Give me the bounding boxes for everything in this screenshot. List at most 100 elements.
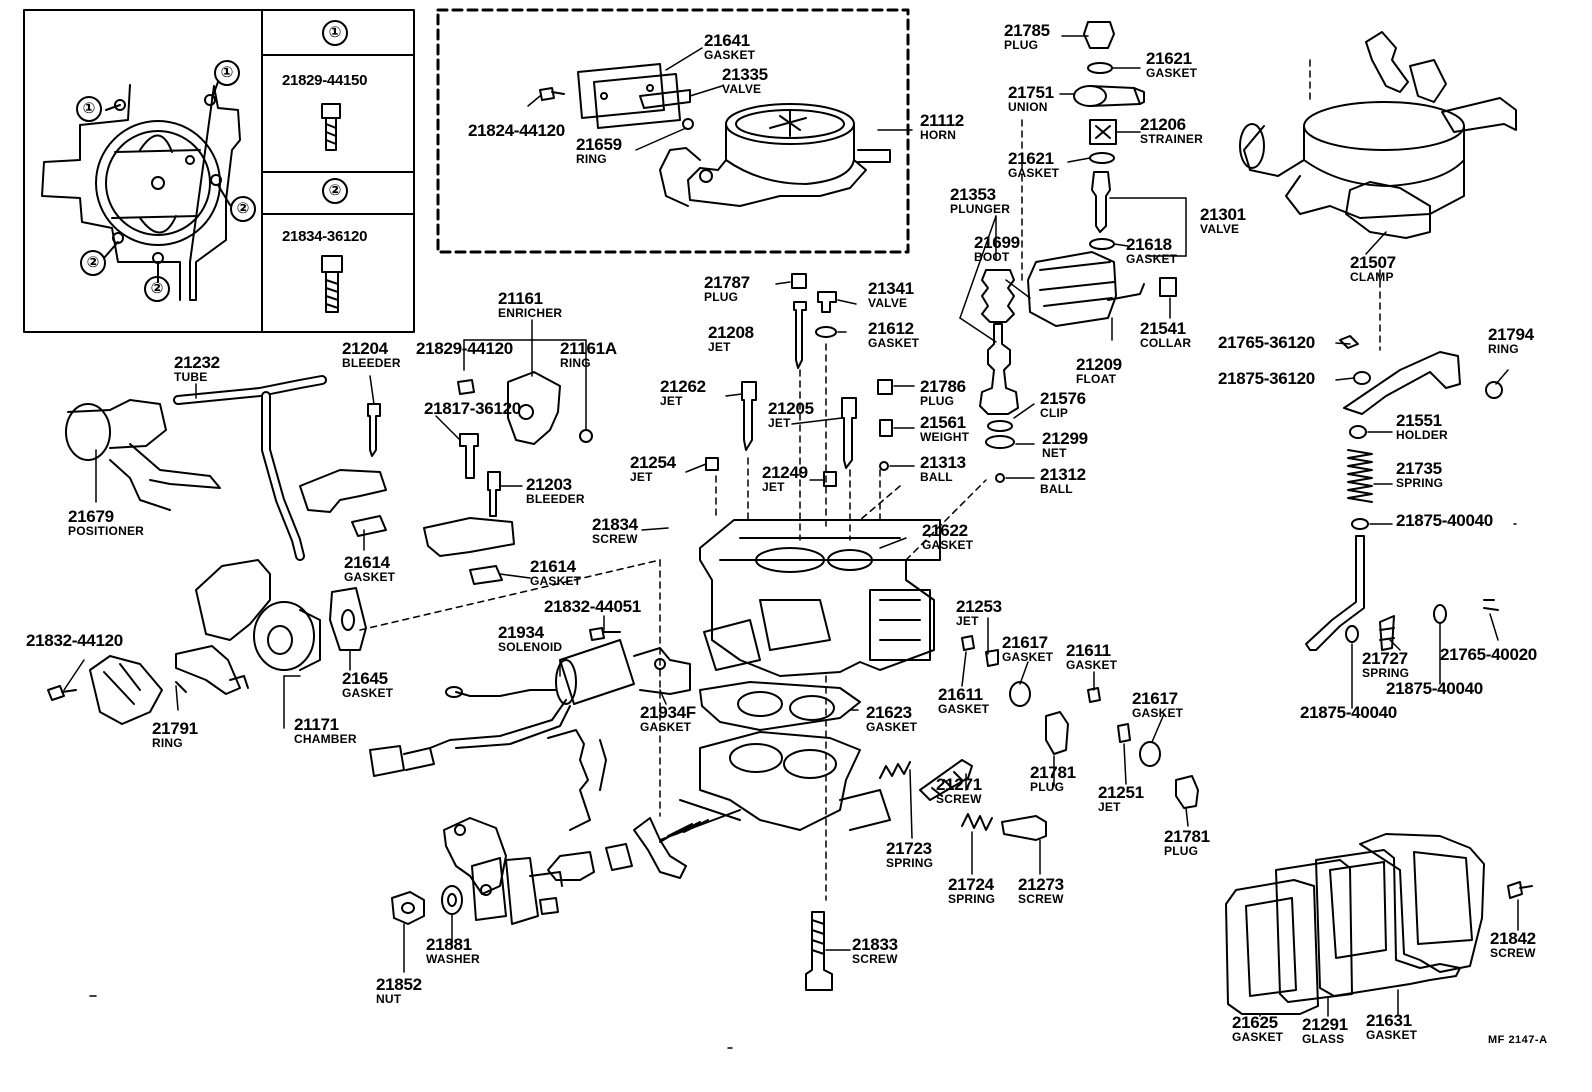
- part-number: 21832-44120: [26, 631, 123, 650]
- part-number: 21934F: [640, 703, 696, 722]
- part-number: 21206: [1140, 115, 1186, 134]
- part-number: 21787: [704, 273, 750, 292]
- part-name: HOLDER: [1396, 428, 1448, 442]
- part-number: 21645: [342, 669, 388, 688]
- part-name: JET: [1098, 800, 1121, 814]
- part-number: 21209: [1076, 355, 1122, 374]
- part-number: 21824-44120: [468, 121, 565, 140]
- part-number: 21161A: [560, 339, 617, 358]
- part-name: VALVE: [868, 296, 908, 310]
- part-number: 21618: [1126, 235, 1172, 254]
- part-number: 21791: [152, 719, 198, 738]
- part-number: 21623: [866, 703, 912, 722]
- part-number: 21875-36120: [1218, 369, 1315, 388]
- float-plunger-drawing: [979, 21, 1177, 449]
- part-number: 21273: [1018, 875, 1064, 894]
- part-name: GASKET: [866, 720, 918, 734]
- jets-drawing: [705, 273, 1005, 487]
- part-name: GASKET: [938, 702, 990, 716]
- part-name: GASKET: [344, 570, 396, 584]
- part-name: RING: [1488, 342, 1519, 356]
- part-number: 21249: [762, 463, 808, 482]
- part-name: GASKET: [704, 48, 756, 62]
- part-name: PLUG: [704, 290, 739, 304]
- part-number: 21724: [948, 875, 994, 894]
- part-number: 21833: [852, 935, 898, 954]
- part-number: 21852: [376, 975, 422, 994]
- part-name: WEIGHT: [920, 430, 970, 444]
- part-name: GASKET: [342, 686, 394, 700]
- part-number: 21679: [68, 507, 114, 526]
- part-label-21832b: 21832-44051: [544, 598, 641, 615]
- part-number: 21161: [498, 289, 543, 308]
- part-name: COLLAR: [1140, 336, 1192, 350]
- part-label-21832a: 21832-44120: [26, 632, 123, 649]
- part-label-21875c: 21875-40040: [1386, 680, 1483, 697]
- part-name: JET: [660, 394, 683, 408]
- linkage-drawing: [1305, 335, 1503, 651]
- part-number: 21541: [1140, 319, 1186, 338]
- inset-flange-mark-1b: ①: [214, 60, 240, 86]
- part-name: JET: [768, 416, 791, 430]
- part-name: GASKET: [640, 720, 692, 734]
- part-number: 21727: [1362, 649, 1408, 668]
- part-name: RING: [560, 356, 591, 370]
- part-name: CHAMBER: [294, 732, 357, 746]
- inset-flange-mark-1a: ①: [76, 96, 102, 122]
- part-number: 21751: [1008, 83, 1054, 102]
- part-number: 21205: [768, 399, 814, 418]
- part-number: 21617: [1132, 689, 1178, 708]
- part-number: 21291: [1302, 1015, 1348, 1034]
- part-number: 21301: [1200, 205, 1246, 224]
- part-name: GASKET: [1066, 658, 1118, 672]
- part-number: 21785: [1004, 21, 1050, 40]
- part-number: 21299: [1042, 429, 1088, 448]
- part-label-21829b: 21829-44120: [416, 340, 513, 357]
- part-name: SPRING: [886, 856, 934, 870]
- part-name: JET: [708, 340, 731, 354]
- part-number: 21834: [592, 515, 638, 534]
- part-number: 21786: [920, 377, 966, 396]
- part-name: GLASS: [1302, 1032, 1345, 1046]
- part-name: GASKET: [1232, 1030, 1284, 1044]
- part-name: GASKET: [1126, 252, 1178, 266]
- part-number: 21271: [936, 775, 982, 794]
- part-label-21875d: 21875-40040: [1300, 704, 1397, 721]
- part-number: 21171: [294, 715, 339, 734]
- part-number: 21612: [868, 319, 914, 338]
- part-number: 21204: [342, 339, 388, 358]
- throttle-linkage-drawing: [391, 729, 687, 925]
- part-name: NET: [1042, 446, 1067, 460]
- part-number: 21875-40040: [1300, 703, 1397, 722]
- part-label-21875b: 21875-40040: [1396, 512, 1493, 529]
- inset-bolt-2-number: 21834-36120: [282, 228, 368, 245]
